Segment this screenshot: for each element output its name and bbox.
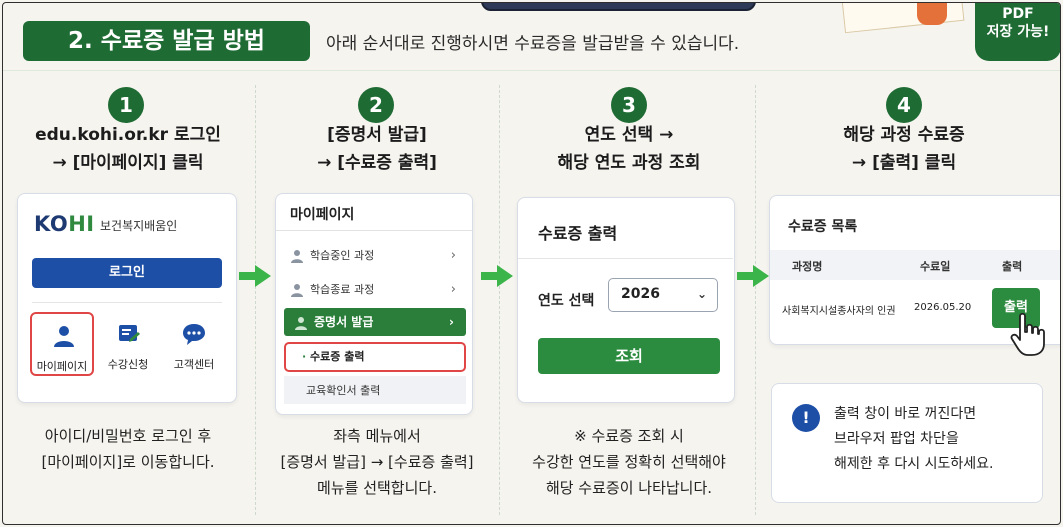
kohi-logo-subtitle: 보건복지배움인 [100,219,178,233]
header-divider [3,70,1060,71]
divider [276,230,472,231]
column-header-date: 수료일 [920,260,951,273]
section-title: 2. 수료증 발급 방법 [23,21,310,61]
chevron-right-icon: › [450,282,456,297]
step-2-title: [증명서 발급] → [수료증 출력] [317,125,437,173]
popup-notice-text: 출력 창이 바로 꺼진다면 브라우저 팝업 차단을 해제한 후 다시 시도하세요… [834,406,994,472]
column-divider [255,85,256,515]
year-select-label: 연도 선택 [538,293,595,309]
step-1-title: edu.kohi.or.kr 로그인 → [마이페이지] 클릭 [35,125,221,173]
support-link-label: 고객센터 [173,358,215,371]
enroll-icon [119,325,140,342]
support-link[interactable]: 고객센터 [162,312,226,376]
tablet-illustration [481,3,756,11]
enroll-link[interactable]: 수강신청 [96,312,160,376]
step-4-title: 해당 과정 수료증 → [출력] 클릭 [843,125,965,173]
bullet: · [302,350,311,363]
table-cell-course: 사회복지시설종사자의 인권 [782,306,896,317]
badge-line-1: PDF [1002,6,1034,22]
badge-line-2: 저장 가능! [986,24,1050,40]
mypage-title: 마이페이지 [290,207,355,223]
ribbon-icon [917,3,947,25]
user-icon [291,250,303,263]
submenu-background [284,376,466,404]
step-4-certificate-list-card: 수료증 목록 과정명 수료일 출력 사회복지시설종사자의 인권 2026.05.… [769,195,1060,356]
step-2-mypage-card: 마이페이지 학습중인 과정 › 학습종료 과정 › 증명서 발급 › · 수료증… [275,193,473,415]
section-description: 아래 순서대로 진행하시면 수료증을 발급받을 수 있습니다. [326,34,740,54]
user-icon [291,284,303,297]
column-divider [499,85,500,515]
menu-item-learning[interactable]: 학습중인 과정 › [290,244,460,268]
step-1-note: 아이디/비밀번호 로그인 후 [마이페이지]로 이동합니다. [41,427,215,471]
pdf-save-badge: PDF 저장 가능! [975,3,1060,61]
divider [32,302,222,303]
step-2-number: 2 [358,87,394,123]
login-button[interactable]: 로그인 [32,258,222,288]
popup-notice-card: ! 출력 창이 바로 꺼진다면 브라우저 팝업 차단을 해제한 후 다시 시도하… [771,383,1043,503]
column-header-print: 출력 [1002,260,1023,273]
chevron-down-icon: ⌄ [696,287,707,301]
menu-item-finished[interactable]: 학습종료 과정 › [290,278,460,302]
enroll-link-label: 수강신청 [107,358,149,371]
column-divider [755,85,756,515]
certificate-list-title: 수료증 목록 [788,219,858,235]
submenu-education-confirm[interactable]: 교육확인서 출력 [306,384,381,397]
exclamation-icon: ! [792,404,820,432]
step-1-login-card: KOHI 보건복지배움인 로그인 마이페이지 수강신청 [17,193,237,403]
mypage-link-label: 마이페이지 [36,360,88,373]
mypage-link[interactable]: 마이페이지 [30,312,94,376]
submenu-certificate-print[interactable]: · 수료증 출력 [284,342,466,372]
column-header-course: 과정명 [792,260,823,273]
table-cell-date: 2026.05.20 [914,302,972,313]
step-4-number: 4 [886,87,922,123]
step-3-title: 연도 선택 → 해당 연도 과정 조회 [557,125,701,173]
step-3-note: ※ 수료증 조회 시 수강한 연도를 정확히 선택해야 해당 수료증이 나타납니… [532,427,726,497]
chat-bubble-icon [183,324,205,345]
step-1-number: 1 [108,87,144,123]
step-3-certificate-query-card: 수료증 출력 연도 선택 2026 ⌄ 조회 [517,197,735,403]
chevron-right-icon: › [449,315,454,329]
step-3-number: 3 [611,87,647,123]
arrow-right-icon [239,265,271,287]
user-icon [295,316,307,330]
menu-item-certificate[interactable]: 증명서 발급 › [284,308,466,336]
user-icon [54,326,74,347]
arrow-right-icon [737,265,769,287]
pointer-hand-icon [1010,312,1045,356]
kohi-logo: KOHI [34,212,95,236]
query-button[interactable]: 조회 [538,338,720,374]
table-header [770,250,1060,280]
arrow-right-icon [481,265,513,287]
step-2-note: 좌측 메뉴에서 [증명서 발급] → [수료증 출력] 메뉴를 선택합니다. [280,427,474,497]
divider [518,258,733,259]
year-select[interactable]: 2026 ⌄ [608,278,718,312]
print-button[interactable]: 출력 [992,288,1040,328]
chevron-right-icon: › [450,248,456,263]
certificate-print-title: 수료증 출력 [538,224,618,243]
